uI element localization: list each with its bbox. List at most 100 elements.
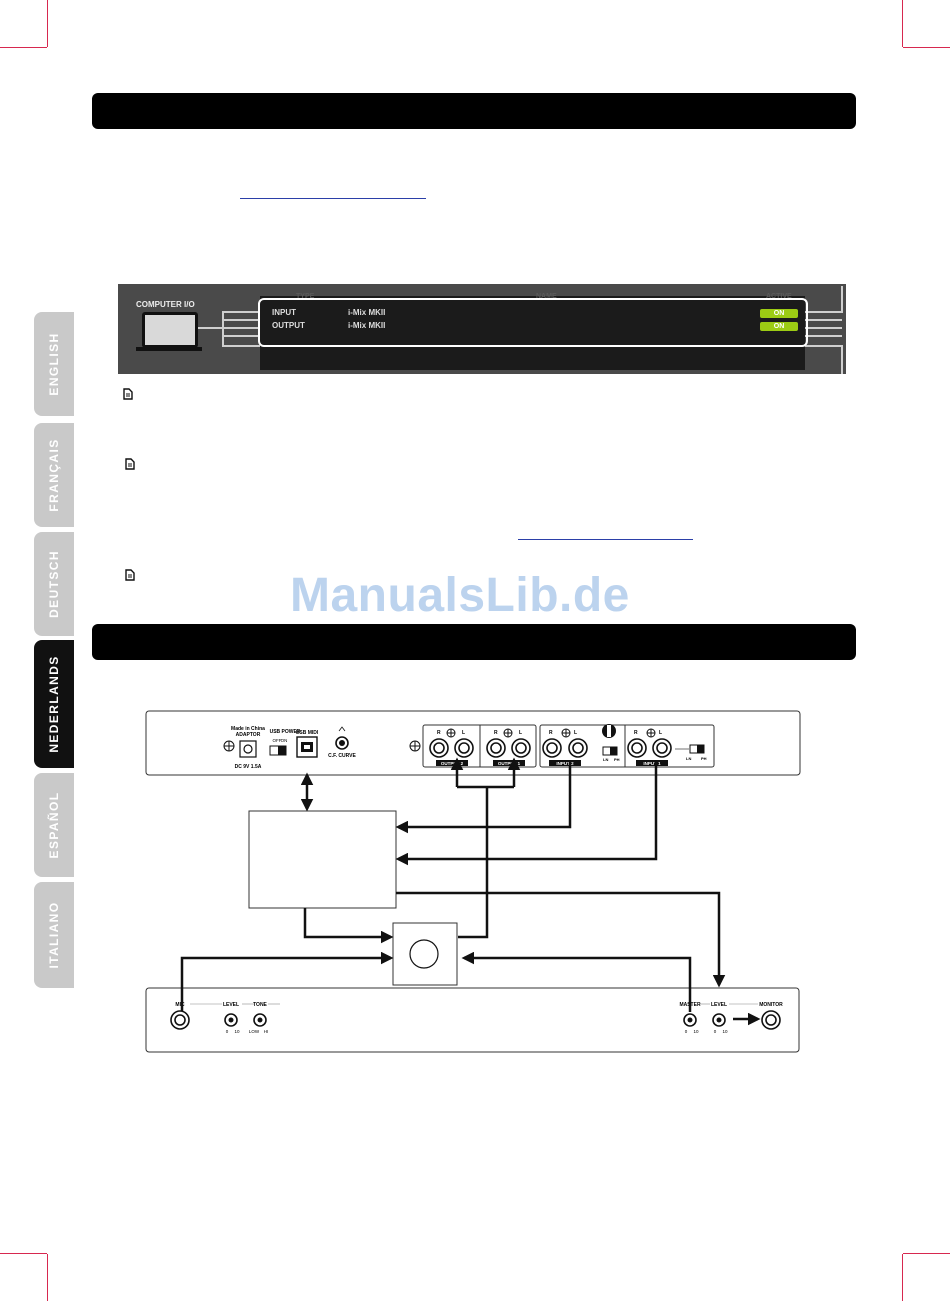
laptop-icon	[142, 312, 198, 348]
rca-jack[interactable]	[429, 738, 449, 758]
tab-nederlands[interactable]: NEDERLANDS	[34, 640, 74, 768]
crop-mark	[902, 0, 903, 47]
r-label: R	[437, 730, 441, 736]
rca-jack[interactable]	[454, 738, 474, 758]
column-header-type: TYPE	[296, 293, 315, 300]
crop-mark	[0, 47, 47, 48]
tone-hi-label: HI	[264, 1029, 269, 1034]
r-label: R	[634, 730, 638, 736]
io-device-list: INPUT i-Mix MKII ON OUTPUT i-Mix MKII ON	[258, 298, 808, 347]
output-1-label: OUTPUT 1	[498, 761, 521, 766]
computer-io-label: COMPUTER I/O	[136, 300, 195, 309]
crop-mark	[0, 1253, 47, 1254]
ph-label: PH	[614, 757, 620, 762]
hyperlink[interactable]	[518, 539, 693, 540]
input-2-label: INPUT 2	[556, 761, 574, 766]
rca-jack[interactable]	[627, 738, 647, 758]
l-label: L	[462, 730, 465, 736]
usb-midi-label: USB MIDI	[296, 730, 319, 736]
scale-min-label: 0	[714, 1029, 717, 1034]
rca-jack[interactable]	[542, 738, 562, 758]
l-label: L	[574, 730, 577, 736]
r-label: R	[549, 730, 553, 736]
r-label: R	[494, 730, 498, 736]
mic-label: MIC	[175, 1002, 185, 1008]
output-2-label: OUTPUT 2	[441, 761, 464, 766]
tab-label: FRANÇAIS	[47, 438, 61, 512]
front-panel	[145, 987, 800, 1053]
scale-max-label: 10	[234, 1029, 240, 1034]
l-label: L	[659, 730, 662, 736]
scale-max-label: 10	[693, 1029, 699, 1034]
ln-label: LN	[686, 756, 691, 761]
rca-jack[interactable]	[486, 738, 506, 758]
ground-terminal[interactable]	[602, 724, 616, 738]
monitor-label: MONITOR	[759, 1002, 783, 1008]
screw-icon	[409, 740, 421, 752]
output-active-toggle[interactable]: ON	[760, 322, 798, 331]
usb-power-label: USB POWER	[270, 729, 301, 735]
screw-icon	[561, 728, 571, 738]
tab-espanol[interactable]: ESPAÑOL	[34, 773, 74, 877]
rca-jack[interactable]	[652, 738, 672, 758]
rca-jack[interactable]	[568, 738, 588, 758]
tab-deutsch[interactable]: DEUTSCH	[34, 532, 74, 636]
computer-box	[248, 810, 397, 909]
input-2-label-box	[549, 760, 581, 766]
io-device-name: i-Mix MKII	[348, 321, 386, 330]
scale-min-label: 0	[226, 1029, 229, 1034]
scale-min-label: 0	[685, 1029, 688, 1034]
signal-arrows	[180, 757, 761, 1026]
note-icon	[125, 458, 135, 470]
monitor-jack[interactable]	[761, 1010, 781, 1030]
rca-jack[interactable]	[511, 738, 531, 758]
io-panel	[260, 296, 805, 370]
dc-jack[interactable]	[239, 740, 257, 758]
computer-io-screenshot: COMPUTER I/O TYPE NAME ACTIVE INPUT i-Mi…	[118, 284, 846, 374]
mic-tone-knob[interactable]	[253, 1013, 267, 1027]
master-knob[interactable]	[683, 1013, 697, 1027]
ln-label: LN	[603, 757, 608, 762]
mixer-circle	[409, 939, 439, 969]
input-active-toggle[interactable]: ON	[760, 309, 798, 318]
tab-english[interactable]: ENGLISH	[34, 312, 74, 416]
crop-mark	[902, 1254, 903, 1301]
cf-curve-label: C.F. CURVE	[328, 753, 356, 759]
tab-label: ENGLISH	[47, 332, 61, 396]
hyperlink[interactable]	[240, 198, 426, 199]
mic-level-knob[interactable]	[224, 1013, 238, 1027]
mic-level-label: LEVEL	[223, 1002, 239, 1008]
section-header-bar	[92, 93, 856, 129]
tab-italiano[interactable]: ITALIANO	[34, 882, 74, 988]
column-header-active: ACTIVE	[766, 293, 792, 300]
watermark: ManualsLib.de	[290, 569, 630, 622]
crop-mark	[47, 0, 48, 47]
io-type-output: OUTPUT	[272, 321, 305, 330]
laptop-base	[136, 347, 202, 351]
mic-tone-label: TONE	[253, 1002, 267, 1008]
io-type-input: INPUT	[272, 308, 296, 317]
made-in-china-label: Made in China	[231, 726, 265, 732]
screw-icon	[446, 728, 456, 738]
l-label: L	[519, 730, 522, 736]
connector-lines	[198, 286, 843, 374]
crop-mark	[903, 47, 950, 48]
io-device-name: i-Mix MKII	[348, 308, 386, 317]
screw-icon	[503, 728, 513, 738]
crop-mark	[47, 1254, 48, 1301]
dc-rating-label: DC 9V 1.5A	[235, 764, 262, 770]
mic-jack[interactable]	[170, 1010, 190, 1030]
screw-icon	[223, 740, 235, 752]
note-icon	[123, 388, 133, 400]
connection-diagram: Made in China ADAPTOR DC 9V 1.5A USB POW…	[145, 710, 801, 1053]
crop-mark	[903, 1253, 950, 1254]
tab-label: DEUTSCH	[47, 550, 61, 618]
adaptor-label: ADAPTOR	[236, 732, 261, 738]
on-label: ON	[281, 738, 288, 743]
off-label: OFF	[273, 738, 282, 743]
column-header-name: NAME	[536, 293, 557, 300]
monitor-level-knob[interactable]	[712, 1013, 726, 1027]
tab-francais[interactable]: FRANÇAIS	[34, 423, 74, 527]
input-section	[539, 724, 715, 768]
scale-max-label: 10	[722, 1029, 728, 1034]
